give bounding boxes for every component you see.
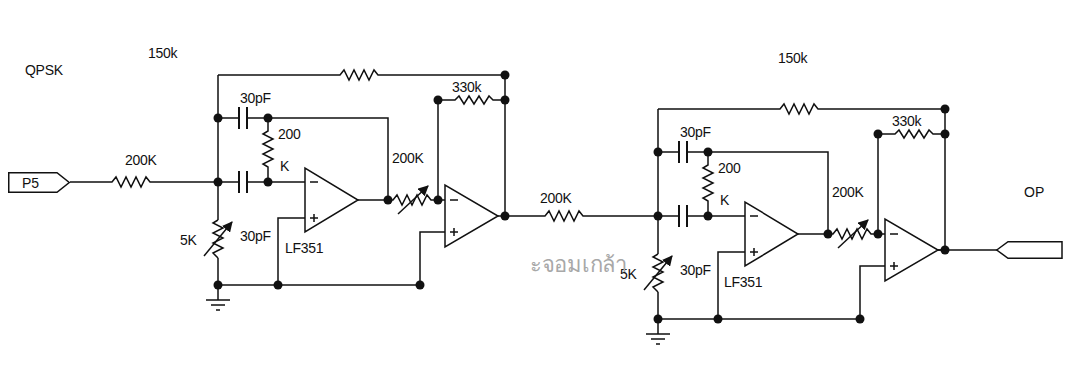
port-name: OP	[1024, 184, 1044, 200]
component-value: LF351	[724, 274, 762, 290]
component-value: 5K	[180, 232, 197, 248]
port-name: P5	[8, 172, 70, 191]
port-outline	[996, 241, 1064, 259]
component-value: K	[280, 158, 289, 174]
component-value: 30pF	[680, 124, 711, 140]
component-value: LF351	[285, 240, 323, 256]
port-shape	[997, 242, 1062, 259]
component-value: 30pF	[680, 262, 711, 278]
filter-stage	[204, 70, 510, 310]
interstage-resistor	[505, 211, 658, 221]
input-resistor	[70, 177, 218, 187]
signal-name: QPSK	[25, 62, 63, 78]
component-value: 330k	[452, 79, 481, 95]
port-shape	[9, 173, 70, 193]
component-value: 200	[718, 160, 740, 176]
component-value: 200K	[392, 150, 424, 166]
component-value: 200K	[832, 184, 864, 200]
component-value: 150k	[778, 50, 807, 66]
component-value: 200K	[540, 190, 572, 206]
filter-stage	[644, 104, 950, 344]
component-value: 330k	[892, 113, 921, 129]
component-value: K	[720, 192, 729, 208]
output-port: OP	[996, 190, 1064, 259]
watermark: ะจอมเกล้า	[530, 252, 627, 278]
component-value: 200	[278, 126, 300, 142]
component-value: 150k	[148, 45, 177, 61]
component-value: 200K	[125, 152, 157, 168]
output-wire	[938, 249, 1000, 251]
component-value: 30pF	[240, 228, 271, 244]
component-value: 30pF	[240, 90, 271, 106]
input-port: P5	[8, 172, 70, 193]
